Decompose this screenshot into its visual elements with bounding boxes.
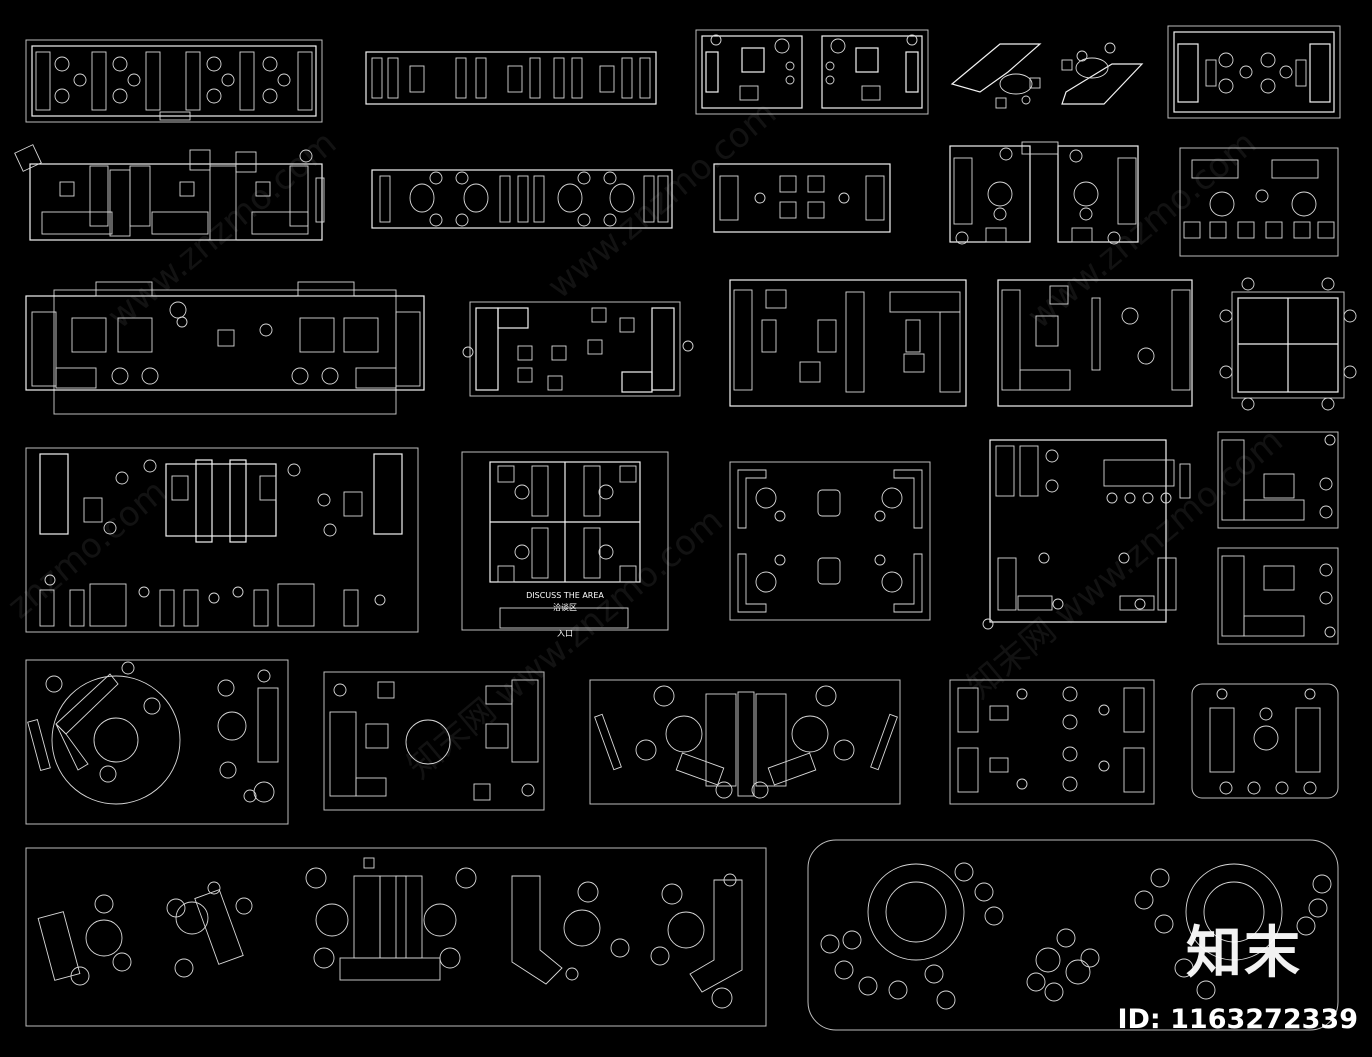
plan-row1-d [950, 42, 1144, 109]
plan-row2-a [14, 144, 325, 241]
plan-row2-e [1179, 147, 1339, 257]
plan-row1-e [1167, 25, 1341, 119]
plan-row1-b [365, 51, 657, 105]
plan-row1-c [695, 29, 929, 115]
plan-row6-b [807, 839, 1339, 1031]
plan-row2-c [713, 163, 891, 233]
plan-row5-b [323, 671, 545, 811]
plan-row3-d [997, 279, 1193, 407]
image-id-label: ID: 1163272339 [1117, 1004, 1358, 1035]
plan-row4-a [25, 447, 419, 633]
plan-row2-d [949, 141, 1139, 245]
plan-row4-d [982, 439, 1191, 630]
plan-row5-e [1191, 683, 1339, 799]
label-discuss-area-cn: 洽谈区 [553, 602, 577, 612]
plan-row3-e [1219, 277, 1357, 411]
label-discuss-area: DISCUSS THE AREA [526, 591, 604, 600]
plan-row3-a [25, 281, 425, 415]
brand-watermark: 知末 [1186, 921, 1302, 986]
plan-row5-c [589, 679, 901, 805]
plan-row5-d [949, 679, 1155, 805]
plan-row4-b: DISCUSS THE AREA 洽谈区 入口 [461, 451, 669, 638]
plan-row6-a [25, 847, 767, 1027]
label-entrance-cn: 入口 [557, 629, 573, 638]
plan-row3-b [462, 301, 694, 397]
plan-row3-c [729, 279, 967, 407]
plan-row5-a [25, 659, 289, 825]
plan-row2-b [371, 169, 673, 229]
plan-row4-c [729, 461, 931, 621]
plan-row4-e [1217, 431, 1339, 645]
plan-row1-a [25, 39, 323, 123]
